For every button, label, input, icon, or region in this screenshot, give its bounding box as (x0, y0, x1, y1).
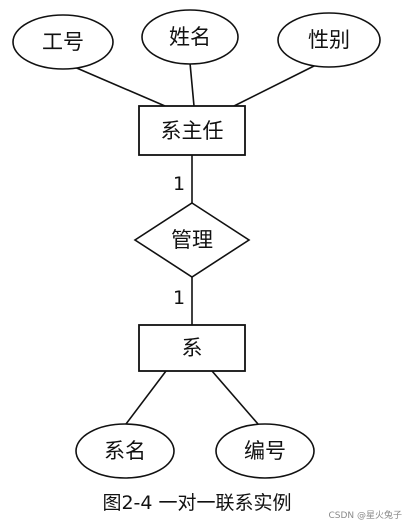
entity-dept-head-label: 系主任 (161, 119, 224, 143)
attribute-name-label: 姓名 (169, 25, 211, 49)
line-employee-id-to-dept-head (71, 65, 166, 107)
attribute-name: 姓名 (141, 9, 239, 65)
attribute-dept-name: 系名 (75, 423, 175, 479)
attribute-employee-id: 工号 (12, 14, 114, 70)
attribute-gender-shape (277, 12, 381, 68)
attribute-employee-id-shape (12, 14, 114, 70)
attribute-dept-name-label: 系名 (104, 439, 146, 463)
attribute-gender: 性别 (277, 12, 381, 68)
entity-dept-label: 系 (182, 336, 203, 360)
entity-dept-head-shape (138, 105, 246, 156)
attribute-dept-name-shape (75, 423, 175, 479)
line-gender-to-dept-head (233, 63, 319, 107)
attribute-gender-label: 性别 (308, 28, 350, 52)
attribute-name-shape (141, 9, 239, 65)
line-name-to-dept-head (189, 62, 195, 107)
attribute-dept-no: 编号 (215, 423, 315, 479)
attribute-employee-id-label: 工号 (42, 30, 84, 54)
attribute-dept-no-label: 编号 (244, 439, 286, 463)
cardinality-bottom: 1 (173, 287, 185, 309)
watermark: CSDN @星火兔子 (328, 509, 402, 521)
figure-caption: 图2-4 一对一联系实例 (102, 492, 291, 514)
connector-lines (71, 62, 319, 425)
attribute-dept-no-shape (215, 423, 315, 479)
line-dept-to-dept-name (125, 370, 167, 425)
relationship-manage-shape (133, 202, 251, 278)
line-dept-to-dept-no (211, 370, 259, 425)
entity-dept-head: 系主任 (138, 105, 246, 156)
cardinality-top: 1 (173, 173, 185, 195)
relationship-manage: 管理 (133, 202, 251, 278)
relationship-manage-label: 管理 (171, 228, 213, 252)
entity-dept: 系 (138, 324, 246, 372)
entity-dept-shape (138, 324, 246, 372)
